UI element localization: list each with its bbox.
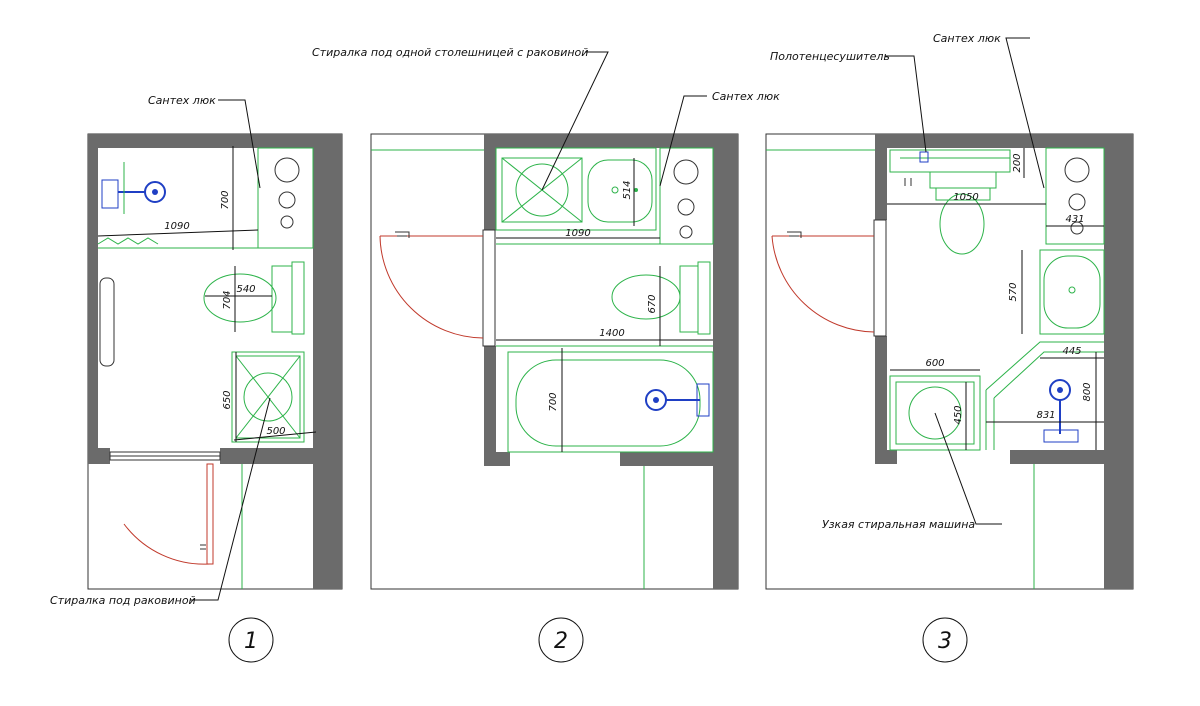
plan-3-dim-dryer-depth: 200 bbox=[1012, 153, 1023, 172]
plan-2-leader-hatch bbox=[659, 95, 707, 187]
plan-2-door-swing bbox=[379, 235, 484, 339]
plan-2-dim-toilet-depth: 670 bbox=[647, 294, 658, 313]
plan-2-riser-2 bbox=[677, 198, 695, 216]
plan-2-wall-bottom-right bbox=[620, 452, 713, 466]
plan-3-number: 3 bbox=[938, 629, 952, 654]
plan-2: 514 1090 670 1400 700 Стиралка под одной… bbox=[312, 46, 780, 663]
plan-3-riser-1 bbox=[1064, 157, 1090, 183]
plan-2-toilet bbox=[611, 261, 711, 335]
plan-2-dim-wall-length: 1090 bbox=[565, 228, 590, 239]
plan-3: 200 1050 431 570 445 600 450 800 831 Пол… bbox=[765, 32, 1134, 663]
plan-1-dim-washer-width: 500 bbox=[266, 426, 285, 437]
plan-3-wall-right bbox=[1104, 134, 1133, 589]
plan-3-leader-hatch bbox=[1005, 37, 1045, 189]
plan-3-dim-shower-width: 831 bbox=[1036, 410, 1055, 421]
plan-3-wall-left-upper bbox=[875, 134, 887, 220]
plan-3-wall-top bbox=[875, 134, 1133, 148]
plan-3-leader-washer bbox=[934, 412, 1002, 525]
plan-1-riser-2 bbox=[278, 191, 296, 209]
plan-1-label-hatch: Сантех люк bbox=[148, 94, 216, 107]
plan-2-wall-left-lower bbox=[484, 346, 496, 466]
plan-2-bathtub bbox=[507, 351, 714, 453]
plan-2-bath-tap bbox=[645, 383, 710, 417]
plan-2-frame bbox=[370, 133, 739, 590]
plan-3-dim-shower-height: 800 bbox=[1082, 382, 1093, 401]
plan-3-towel-dryer bbox=[889, 149, 1011, 186]
plan-2-wall-bottom-left bbox=[484, 452, 510, 466]
plan-3-label-hatch: Сантех люк bbox=[933, 32, 1001, 45]
plan-2-label-hatch: Сантех люк bbox=[712, 90, 780, 103]
plan-1-radiator bbox=[99, 277, 115, 367]
plan-3-wall-bottom-right bbox=[1010, 450, 1104, 464]
plan-2-dimensions: 514 1090 670 1400 700 bbox=[496, 158, 713, 452]
plan-1-number-circle bbox=[228, 617, 274, 663]
plan-2-leader-washer bbox=[541, 51, 609, 191]
plan-3-dim-sink-width: 445 bbox=[1062, 346, 1081, 357]
plan-1-number: 1 bbox=[244, 629, 258, 654]
plan-1-dim-toilet-depth: 704 bbox=[222, 290, 233, 309]
plan-1-wall-top bbox=[88, 134, 342, 148]
plan-1-dim-toilet-width: 540 bbox=[236, 284, 255, 295]
plan-3-number-circle bbox=[922, 617, 968, 663]
plan-3-dim-hatch-width: 431 bbox=[1065, 214, 1084, 225]
plan-1-door-leaf bbox=[206, 463, 214, 565]
plan-3-wall-bottom-left bbox=[875, 450, 897, 464]
plan-2-label-washer: Стиралка под одной столешницей с раковин… bbox=[312, 46, 588, 59]
plan-2-dim-sink-depth: 514 bbox=[622, 180, 633, 199]
plan-3-dim-toilet-zone: 1050 bbox=[953, 192, 978, 203]
plan-1-washer bbox=[231, 351, 305, 443]
plan-2-door-frame bbox=[482, 229, 496, 347]
plan-3-wall-left-lower bbox=[875, 336, 887, 464]
plan-1: 700 1090 540 704 650 500 Сантех люк Стир… bbox=[50, 94, 343, 663]
plan-3-washer bbox=[889, 375, 981, 451]
plan-2-sink bbox=[587, 159, 653, 223]
plan-1-leader-washer bbox=[190, 397, 271, 601]
plan-3-toilet bbox=[929, 171, 997, 255]
plan-3-riser-3 bbox=[1070, 221, 1084, 235]
plan-3-label-washer: Узкая стиральная машина bbox=[822, 518, 975, 531]
plan-3-riser-2 bbox=[1068, 193, 1086, 211]
plan-1-dim-hatch-depth: 700 bbox=[220, 190, 231, 209]
plan-1-dimensions: 700 1090 540 704 650 500 bbox=[97, 146, 317, 442]
plan-2-wall-left-upper bbox=[484, 134, 496, 230]
plan-2-wall-top bbox=[484, 134, 738, 148]
plan-3-door-swing bbox=[771, 235, 875, 333]
plan-1-riser-3 bbox=[280, 215, 294, 229]
plan-1-riser-1 bbox=[274, 157, 300, 183]
plan-3-shower bbox=[985, 341, 1104, 450]
plan-2-dim-bath-length: 1400 bbox=[599, 328, 624, 339]
plan-1-door-swing bbox=[123, 523, 211, 565]
plan-3-door-frame bbox=[873, 219, 887, 337]
plan-3-dim-washer-width: 600 bbox=[925, 358, 944, 369]
plan-3-dimensions: 200 1050 431 570 445 600 450 800 831 bbox=[887, 148, 1104, 450]
plan-1-access-hatch bbox=[257, 147, 314, 249]
plan-1-wall-right bbox=[313, 134, 342, 589]
plan-2-number: 2 bbox=[554, 629, 568, 654]
plan-1-toilet bbox=[203, 261, 305, 335]
plan-1-wall-bottom-right bbox=[220, 448, 313, 464]
plan-1-dim-washer-depth: 650 bbox=[222, 390, 233, 409]
plan-1-leader-hatch bbox=[218, 99, 261, 189]
plan-2-riser-1 bbox=[673, 159, 699, 185]
plan-3-access-hatch bbox=[1045, 147, 1105, 245]
plan-3-shower-tap bbox=[1043, 379, 1079, 443]
plan-2-wall-right bbox=[713, 134, 738, 589]
plan-2-dim-bath-width: 700 bbox=[548, 392, 559, 411]
plan-1-shower-tap bbox=[101, 162, 166, 214]
plan-3-label-dryer: Полотенцесушитель bbox=[770, 50, 890, 63]
plan-3-dim-sink-zone: 570 bbox=[1008, 282, 1019, 301]
plan-1-wall-left bbox=[88, 134, 98, 464]
plan-2-riser-3 bbox=[679, 225, 693, 239]
plan-3-sink bbox=[1039, 249, 1105, 335]
plan-1-dim-wall-length: 1090 bbox=[164, 221, 189, 232]
plan-1-label-washer: Стиралка под раковиной bbox=[50, 594, 196, 607]
plan-2-access-hatch bbox=[659, 147, 714, 245]
plan-3-leader-dryer bbox=[885, 55, 927, 153]
plan-3-dim-washer-depth: 450 bbox=[953, 405, 964, 424]
plan-2-number-circle bbox=[538, 617, 584, 663]
plan-1-wall-bottom-left bbox=[88, 448, 110, 464]
